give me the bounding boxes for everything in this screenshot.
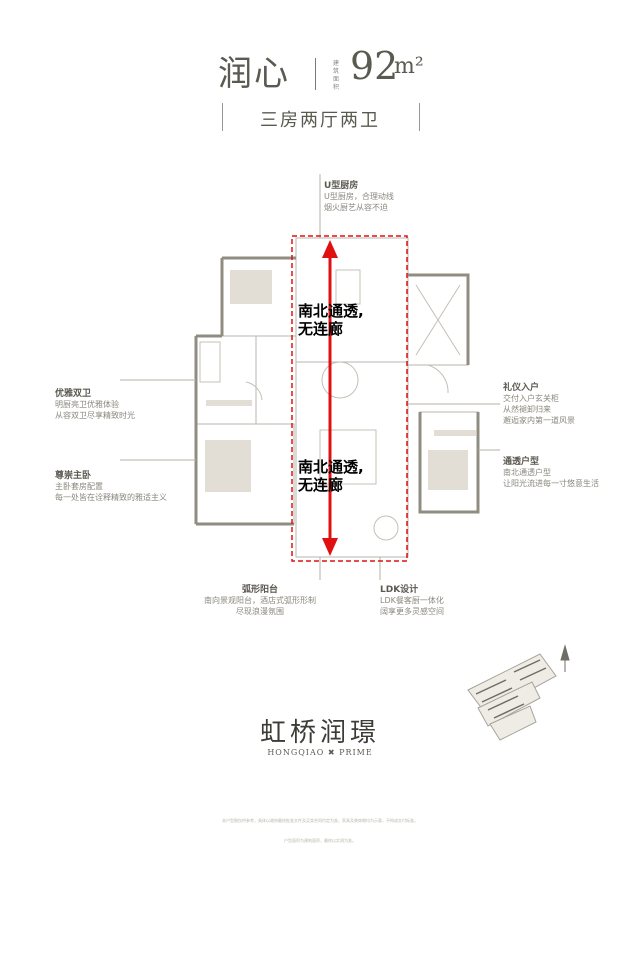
overlay-label-line: 南北通透, bbox=[298, 302, 364, 320]
kitchen bbox=[295, 237, 409, 363]
north-arrow-icon bbox=[560, 644, 570, 672]
callout-line: 邂逅家内第一道风景 bbox=[503, 416, 575, 425]
callout-line: 尽现浪漫氛围 bbox=[236, 607, 284, 616]
callout-line: 交付入户玄关柜 bbox=[503, 394, 559, 403]
area-caption: 建筑面积 bbox=[333, 60, 340, 91]
highlight-box bbox=[291, 235, 408, 562]
callout-line: 南向景观阳台，酒店式弧形形制 bbox=[204, 596, 316, 605]
callout-title: U型厨房 bbox=[324, 181, 359, 191]
callout-line: 从然褪卸归来 bbox=[503, 405, 551, 414]
overlay-label-line: 无连廊 bbox=[298, 476, 344, 494]
title-divider bbox=[315, 58, 316, 90]
callout-line: 南北通透户型 bbox=[503, 468, 551, 477]
overlay-label-line: 无连廊 bbox=[298, 320, 344, 338]
callout-line: 明厨亮卫优雅体验 bbox=[55, 400, 119, 409]
overlay-label-line: 南北通透, bbox=[298, 458, 364, 476]
callout-line: 每一处皆在诠释精致的雅适主义 bbox=[55, 493, 167, 502]
callout-line: LDK餐客厨一体化 bbox=[380, 596, 444, 605]
callout-title: 尊崇主卧 bbox=[55, 471, 92, 481]
living-dining bbox=[295, 361, 409, 558]
area-number: 92 bbox=[350, 44, 399, 88]
callout-title: LDK设计 bbox=[380, 585, 419, 595]
arrow-head-north bbox=[322, 240, 338, 258]
callout-u-kitchen: U型厨房 U型厨房，合理动线 烟火厨艺从容不迫 bbox=[324, 178, 424, 213]
callout-title: 通透户型 bbox=[503, 457, 540, 467]
callout-title: 礼仪入户 bbox=[503, 383, 540, 393]
disclaimer-line: 户型面积为建筑面积，最终以实测为准。 bbox=[284, 838, 356, 843]
callout-line: 从容双卫尽享精致时光 bbox=[55, 411, 135, 420]
callout-master-bed: 尊崇主卧 主卧套房配置 每一处皆在诠释精致的雅适主义 bbox=[55, 468, 215, 503]
unit-name: 润心 bbox=[218, 54, 290, 94]
callout-line: U型厨房，合理动线 bbox=[324, 192, 394, 201]
layout-type: 三房两厅两卫 bbox=[260, 110, 380, 131]
overlay-label-south: 南北通透, 无连廊 bbox=[298, 458, 364, 494]
bathroom-secondary bbox=[195, 335, 257, 425]
arrow-head-south bbox=[322, 538, 338, 556]
callout-line: 让阳光流进每一寸悠意生活 bbox=[503, 479, 599, 488]
area-unit: m² bbox=[394, 54, 424, 79]
brand-name-en: HONGQIAO ✖ PRIME bbox=[267, 748, 373, 757]
callout-through-layout: 通透户型 南北通透户型 让阳光流进每一寸悠意生活 bbox=[503, 454, 633, 489]
layout-type-frame bbox=[222, 103, 420, 131]
callout-balcony: 弧形阳台 南向景观阳台，酒店式弧形形制 尽现浪漫氛围 bbox=[180, 582, 340, 617]
callout-line: 烟火厨艺从容不迫 bbox=[324, 203, 388, 212]
brand-name-cn: 虹桥润璟 bbox=[259, 718, 380, 748]
callout-title: 弧形阳台 bbox=[241, 585, 278, 595]
callout-title: 优雅双卫 bbox=[55, 389, 92, 399]
callout-elegant-bath: 优雅双卫 明厨亮卫优雅体验 从容双卫尽享精致时光 bbox=[55, 386, 205, 421]
callout-entry: 礼仪入户 交付入户玄关柜 从然褪卸归来 邂逅家内第一道风景 bbox=[503, 380, 613, 426]
callout-ldk: LDK设计 LDK餐客厨一体化 阔享更多灵感空间 bbox=[380, 582, 490, 617]
disclaimer-line: 本户型图仅供参考，具体以政府最终批准文件及买卖合同约定为准，家具及装饰物均为示意… bbox=[222, 818, 418, 823]
callout-line: 主卧套房配置 bbox=[55, 482, 103, 491]
overlay-label-north: 南北通透, 无连廊 bbox=[298, 302, 364, 338]
callout-line: 阔享更多灵感空间 bbox=[380, 607, 444, 616]
